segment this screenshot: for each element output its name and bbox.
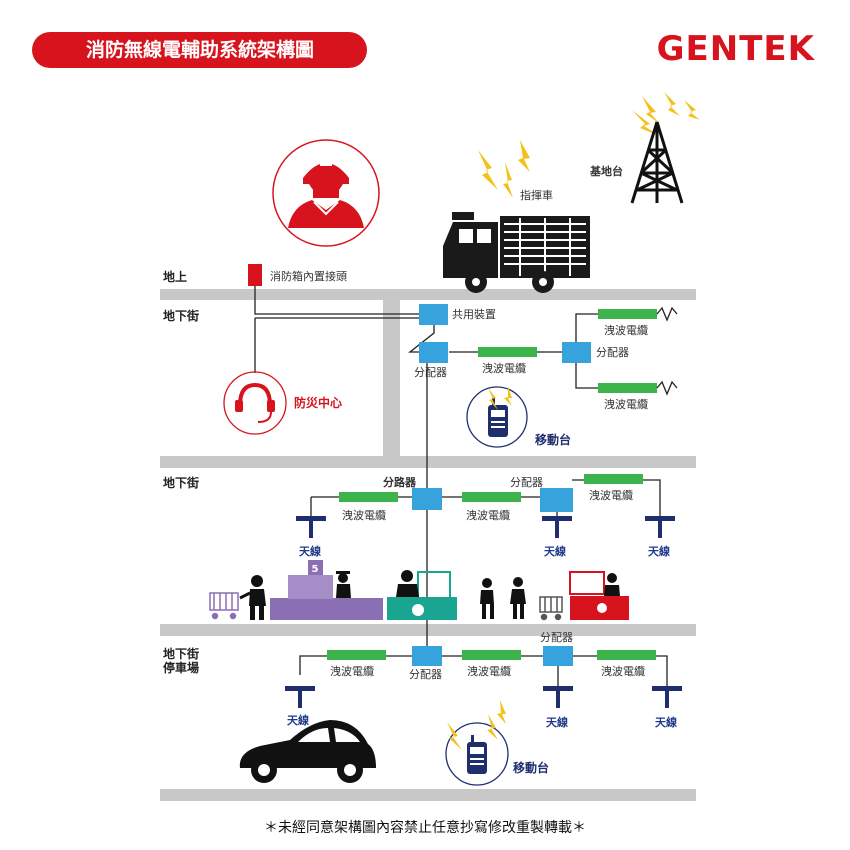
level-underground-1: 地下街 (163, 308, 199, 323)
brand-logo: GENTEK (657, 29, 816, 69)
router-label: 分路器 (383, 475, 417, 489)
splitter-label-5: 分配器 (540, 631, 573, 644)
leaky-cable-label-7: 洩波電纜 (330, 664, 374, 678)
antenna-label-3: 天線 (648, 544, 670, 558)
tower-lightning-icon (632, 92, 700, 136)
splitter-box-2 (562, 342, 591, 363)
leaky-cable-label-6: 洩波電纜 (589, 488, 633, 502)
title-banner: 消防無線電輔助系統架構圖 (32, 32, 367, 68)
antenna-label-6: 天線 (655, 715, 677, 729)
splitter-label-1: 分配器 (414, 366, 447, 379)
antenna-label-2: 天線 (544, 544, 566, 558)
firefighter-icon (272, 139, 380, 247)
leaky-cables (327, 309, 657, 660)
level-ground: 地上 (163, 269, 187, 284)
signal-lightning-icon (478, 140, 530, 198)
shopper-icon-3 (480, 578, 494, 619)
splitter-label-2: 分配器 (596, 346, 629, 359)
wiring (254, 286, 668, 688)
leaky-cable-label-5: 洩波電纜 (466, 508, 510, 522)
shop-sign-number: 5 (312, 564, 319, 575)
antenna-label-1: 天線 (299, 544, 321, 558)
splitter-label-4: 分配器 (409, 668, 442, 681)
leaky-cable-label-9: 洩波電纜 (601, 664, 645, 678)
router-box (412, 488, 442, 510)
purple-shop-counter (270, 598, 383, 620)
splitter-box-4 (412, 646, 442, 666)
base-station-tower-icon (630, 121, 684, 204)
disaster-center-icon (223, 371, 287, 435)
car-icon (239, 720, 376, 783)
leaky-cable-label-8: 洩波電纜 (467, 664, 511, 678)
command-vehicle-icon (443, 212, 590, 293)
shopper-icon-2 (336, 571, 351, 598)
leaky-cable-label-4: 洩波電纜 (342, 508, 386, 522)
command-vehicle-label: 指揮車 (520, 188, 553, 202)
clerk-icon-2 (604, 573, 620, 596)
level-parking-line2: 停車場 (163, 660, 199, 675)
clerk-icon (396, 570, 419, 597)
shopping-cart-icon-1 (209, 592, 239, 620)
shopping-street-illustration: 5 (209, 560, 629, 621)
leaky-cable-label-3: 洩波電纜 (604, 397, 648, 411)
leaky-cable-ends (656, 306, 678, 396)
portable-radio-label-2: 移動台 (513, 760, 549, 775)
antenna-label-5: 天線 (546, 715, 568, 729)
leaky-cable-label-1: 洩波電纜 (604, 323, 648, 337)
level-underground-2: 地下街 (163, 475, 199, 490)
base-station-label: 基地台 (589, 164, 623, 178)
disaster-center-label: 防災中心 (294, 395, 342, 410)
portable-radio-label-1: 移動台 (535, 432, 571, 447)
fire-box-connector-label: 消防箱內置接頭 (270, 269, 347, 283)
portable-radio-icon-2 (445, 700, 509, 786)
copyright-notice: ＊未經同意架構圖內容禁止任意抄寫修改重製轉載＊ (264, 819, 586, 836)
shopper-icon-4 (510, 577, 526, 619)
shopping-cart-icon-2 (539, 596, 563, 621)
antenna-label-4: 天線 (287, 713, 309, 727)
diagram-title: 消防無線電輔助系統架構圖 (86, 38, 314, 61)
leaky-cable-label-2: 洩波電纜 (482, 361, 526, 375)
antenna-icons (285, 516, 682, 708)
splitter-box-3 (540, 488, 573, 512)
splitter-box-1 (419, 342, 448, 363)
splitter-label-3: 分配器 (510, 476, 543, 489)
fire-box-connector-icon (248, 264, 262, 286)
floor-slabs (160, 289, 696, 801)
blue-boxes (412, 304, 591, 666)
combiner-label: 共用裝置 (452, 308, 496, 321)
shopper-icon-1 (239, 575, 266, 620)
combiner-box (419, 304, 448, 325)
level-parking-line1: 地下街 (163, 646, 199, 661)
portable-radio-icon-1 (466, 386, 528, 448)
splitter-box-5 (543, 646, 573, 666)
